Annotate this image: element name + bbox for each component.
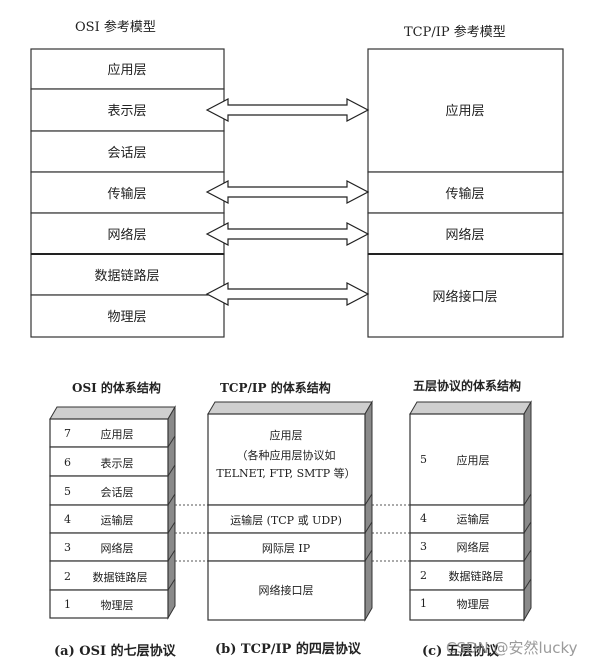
tcp-internet-label: 网际层 IP: [262, 542, 311, 555]
osi-label-presentation: 表示层: [107, 104, 146, 119]
osi-layer-physical: [30, 294, 225, 338]
five-num-5: 5: [420, 453, 427, 466]
osi-label-physical: 物理层: [107, 310, 146, 325]
five-arch-title: 五层协议的体系结构: [413, 378, 521, 393]
osi-arch-title: OSI 的体系结构: [72, 380, 161, 395]
tcp-label-link: 网络接口层: [432, 289, 497, 305]
five-num-1: 1: [420, 597, 427, 610]
osi-layer-application: [30, 48, 225, 90]
tcp-layer-link: [367, 253, 564, 338]
five-layer-1-label: 物理层: [457, 597, 490, 611]
tcp-app-line-3: TELNET, FTP, SMTP 等）: [216, 466, 355, 480]
double-arrow-transport: [205, 180, 370, 204]
double-arrow-network: [205, 222, 370, 246]
tcp-arch-title: TCP/IP 的体系结构: [220, 380, 331, 395]
caption-five: (c) 五层协议: [422, 643, 500, 659]
tcp-label-transport: 传输层: [445, 186, 484, 202]
five-layer-3-label: 网络层: [457, 540, 490, 554]
five-layer-4-label: 运输层: [457, 512, 490, 526]
osi-num-4: 4: [64, 513, 71, 526]
tcp-layer-network: [367, 212, 564, 255]
osi-layer-2-label: 数据链路层: [93, 570, 148, 584]
tcp-label-application: 应用层: [445, 103, 484, 119]
osi-label-transport: 传输层: [107, 186, 146, 202]
five-stack: [409, 400, 532, 622]
osi-title: OSI 参考模型: [75, 19, 156, 35]
osi-num-5: 5: [64, 485, 71, 498]
tcp-app-line-2: （各种应用层协议如: [237, 448, 336, 462]
osi-num-1: 1: [64, 598, 71, 611]
osi-label-network: 网络层: [107, 227, 146, 243]
caption-tcp: (b) TCP/IP 的四层协议: [215, 641, 362, 657]
osi-label-application: 应用层: [107, 62, 146, 78]
double-arrow-link: [205, 282, 370, 306]
dotted-connectors: [175, 504, 410, 562]
osi-stack: [49, 405, 176, 620]
osi-label-session: 会话层: [107, 146, 146, 161]
osi-layer-presentation: [30, 88, 225, 132]
osi-layer-6-label: 表示层: [101, 456, 134, 470]
osi-layer-5-label: 会话层: [101, 486, 134, 499]
five-layer-5-label: 应用层: [457, 453, 490, 467]
tcp-layer-application: [367, 48, 564, 173]
tcp-label-network: 网络层: [445, 227, 484, 243]
tcp-stack: [207, 400, 373, 622]
osi-label-datalink: 数据链路层: [94, 268, 159, 284]
osi-layer-session: [30, 130, 225, 173]
five-num-4: 4: [420, 512, 427, 525]
double-arrow-application: [205, 98, 370, 122]
five-num-3: 3: [420, 540, 427, 553]
tcp-title: TCP/IP 参考模型: [404, 24, 506, 40]
osi-layer-4-label: 运输层: [101, 513, 134, 527]
watermark-text: CSDN @安然lucky: [446, 639, 578, 657]
tcp-app-line-1: 应用层: [270, 428, 303, 442]
osi-layer-datalink: [30, 253, 225, 296]
osi-layer-3-label: 网络层: [101, 541, 134, 555]
osi-num-3: 3: [64, 541, 71, 554]
five-num-2: 2: [420, 569, 427, 582]
caption-osi: (a) OSI 的七层协议: [54, 643, 177, 659]
osi-layer-1-label: 物理层: [101, 598, 134, 612]
osi-num-7: 7: [64, 427, 71, 440]
osi-layer-7-label: 应用层: [101, 427, 134, 441]
tcp-transport-label: 运输层 (TCP 或 UDP): [230, 513, 342, 527]
osi-num-2: 2: [64, 570, 71, 583]
tcp-link-label: 网络接口层: [259, 583, 314, 597]
five-layer-2-label: 数据链路层: [449, 569, 504, 583]
osi-num-6: 6: [64, 456, 71, 469]
